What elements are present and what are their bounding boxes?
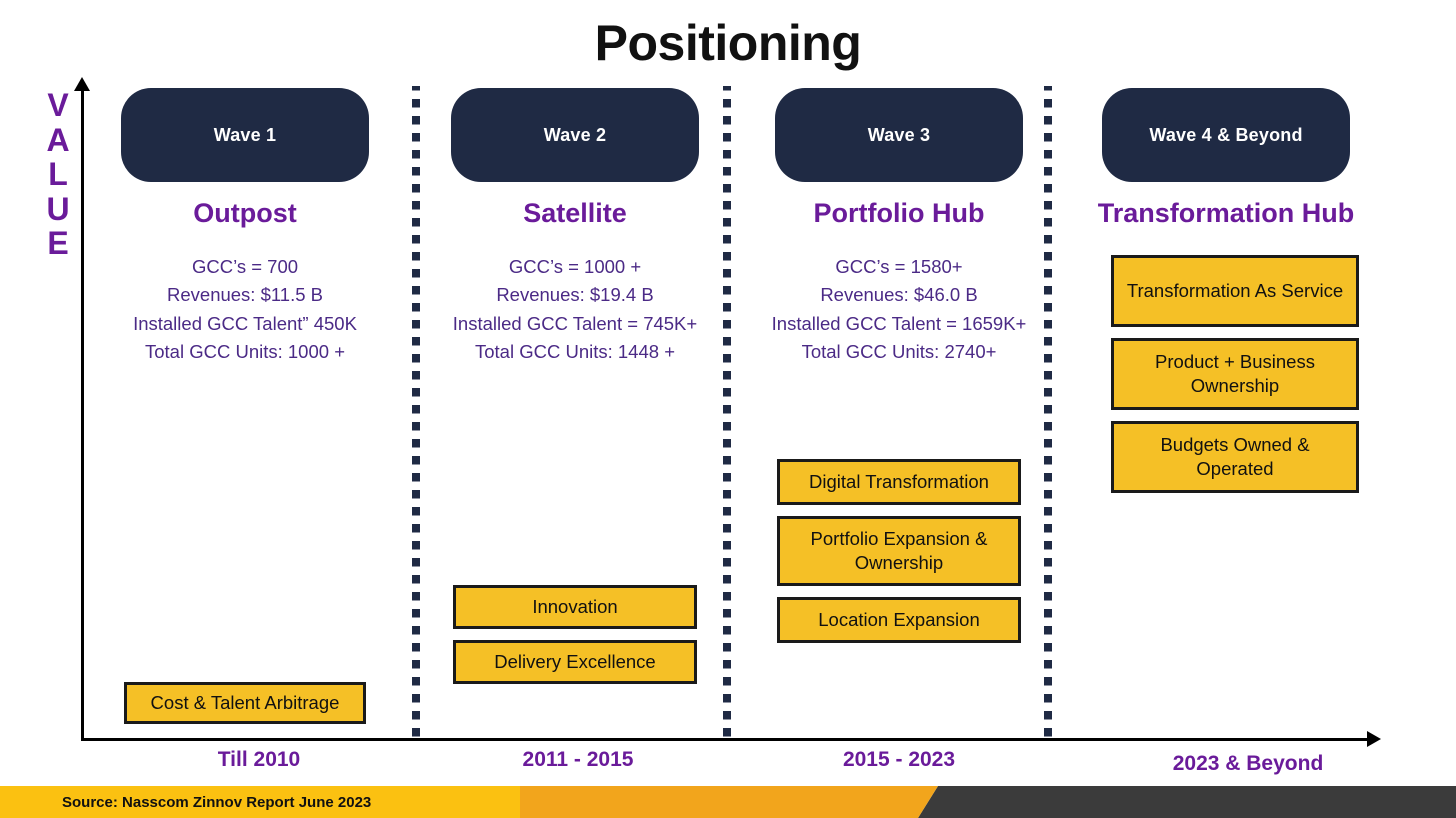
y-axis-label-value: V A L U E xyxy=(41,88,75,261)
y-axis-letter-v: V xyxy=(47,87,69,123)
capability-box[interactable]: Innovation xyxy=(453,585,697,629)
stat-line: GCC’s = 1000 + xyxy=(508,256,642,277)
capability-stack-3: Digital Transformation Portfolio Expansi… xyxy=(736,459,1062,654)
capability-box[interactable]: Budgets Owned & Operated xyxy=(1111,421,1359,493)
wave-pill-1[interactable]: Wave 1 xyxy=(121,88,369,182)
page-title: Positioning xyxy=(594,15,862,71)
y-axis-letter-u: U xyxy=(46,190,70,227)
period-label-4: 2023 & Beyond xyxy=(1172,752,1324,775)
x-axis-arrow-icon xyxy=(1367,731,1381,747)
wave-pill-label-3: Wave 3 xyxy=(867,124,931,145)
wave-pill-2[interactable]: Wave 2 xyxy=(451,88,699,182)
wave-pill-4[interactable]: Wave 4 & Beyond xyxy=(1102,88,1350,182)
stat-line: Revenues: $46.0 B xyxy=(820,284,978,306)
stat-line: Total GCC Units: 1448 + xyxy=(475,340,675,362)
stats-block-3: GCC’s = 1580+ Revenues: $46.0 B Installe… xyxy=(736,253,1062,366)
y-axis-line xyxy=(81,88,84,740)
stat-line: Revenues: $19.4 B xyxy=(496,284,654,306)
capability-box[interactable]: Portfolio Expansion & Ownership xyxy=(777,516,1021,586)
capability-box[interactable]: Location Expansion xyxy=(777,597,1021,643)
y-axis-letter-e: E xyxy=(47,225,69,262)
stat-line: Installed GCC Talent” 450K xyxy=(133,312,357,334)
wave-pill-label-1: Wave 1 xyxy=(213,124,277,145)
stage-name-4: Transformation Hub xyxy=(1097,198,1355,228)
column-divider-1 xyxy=(412,86,420,741)
stats-block-2: GCC’s = 1000 + Revenues: $19.4 B Install… xyxy=(412,253,738,366)
wave-pill-label-2: Wave 2 xyxy=(543,124,607,145)
wave-column-3: Wave 3 Portfolio Hub GCC’s = 1580+ Reven… xyxy=(736,88,1062,738)
capability-stack-4: Transformation As Service Product + Busi… xyxy=(1090,255,1380,504)
stat-line: GCC’s = 700 xyxy=(191,256,299,277)
wave-column-1: Wave 1 Outpost GCC’s = 700 Revenues: $11… xyxy=(82,88,408,738)
footer-bar: Source: Nasscom Zinnov Report June 2023 xyxy=(0,786,1456,818)
stat-line: Total GCC Units: 2740+ xyxy=(801,340,997,362)
wave-pill-label-4: Wave 4 & Beyond xyxy=(1149,124,1303,145)
period-label-2: 2011 - 2015 xyxy=(522,748,634,771)
period-label-1: Till 2010 xyxy=(217,748,301,771)
capability-box[interactable]: Cost & Talent Arbitrage xyxy=(124,682,366,724)
column-divider-3 xyxy=(1044,86,1052,741)
capability-box[interactable]: Delivery Excellence xyxy=(453,640,697,684)
stage-name-2: Satellite xyxy=(523,198,627,228)
y-axis-letter-l: L xyxy=(48,156,68,193)
period-label-3: 2015 - 2023 xyxy=(842,748,956,771)
capability-stack-1: Cost & Talent Arbitrage xyxy=(82,682,408,735)
stage-name-1: Outpost xyxy=(193,198,297,228)
wave-column-2: Wave 2 Satellite GCC’s = 1000 + Revenues… xyxy=(412,88,738,738)
y-axis-arrow-icon xyxy=(74,77,90,91)
stats-block-1: GCC’s = 700 Revenues: $11.5 B Installed … xyxy=(82,253,408,366)
column-divider-2 xyxy=(723,86,731,741)
stat-line: Revenues: $11.5 B xyxy=(167,284,323,306)
stage-name-3: Portfolio Hub xyxy=(813,198,985,228)
capability-stack-2: Innovation Delivery Excellence xyxy=(412,585,738,695)
capability-box[interactable]: Transformation As Service xyxy=(1111,255,1359,327)
footer-dark-band xyxy=(918,786,1456,818)
wave-pill-3[interactable]: Wave 3 xyxy=(775,88,1023,182)
stat-line: Total GCC Units: 1000 + xyxy=(145,340,345,362)
stat-line: GCC’s = 1580+ xyxy=(835,256,963,277)
capability-box[interactable]: Product + Business Ownership xyxy=(1111,338,1359,410)
source-label: Source: Nasscom Zinnov Report June 2023 xyxy=(62,793,372,811)
stat-line: Installed GCC Talent = 1659K+ xyxy=(771,312,1027,334)
stat-line: Installed GCC Talent = 745K+ xyxy=(452,312,698,334)
footer-yellow-band xyxy=(0,786,520,818)
y-axis-letter-a: A xyxy=(46,121,70,158)
capability-box[interactable]: Digital Transformation xyxy=(777,459,1021,505)
wave-column-4: Wave 4 & Beyond Transformation Hub xyxy=(1063,88,1389,738)
